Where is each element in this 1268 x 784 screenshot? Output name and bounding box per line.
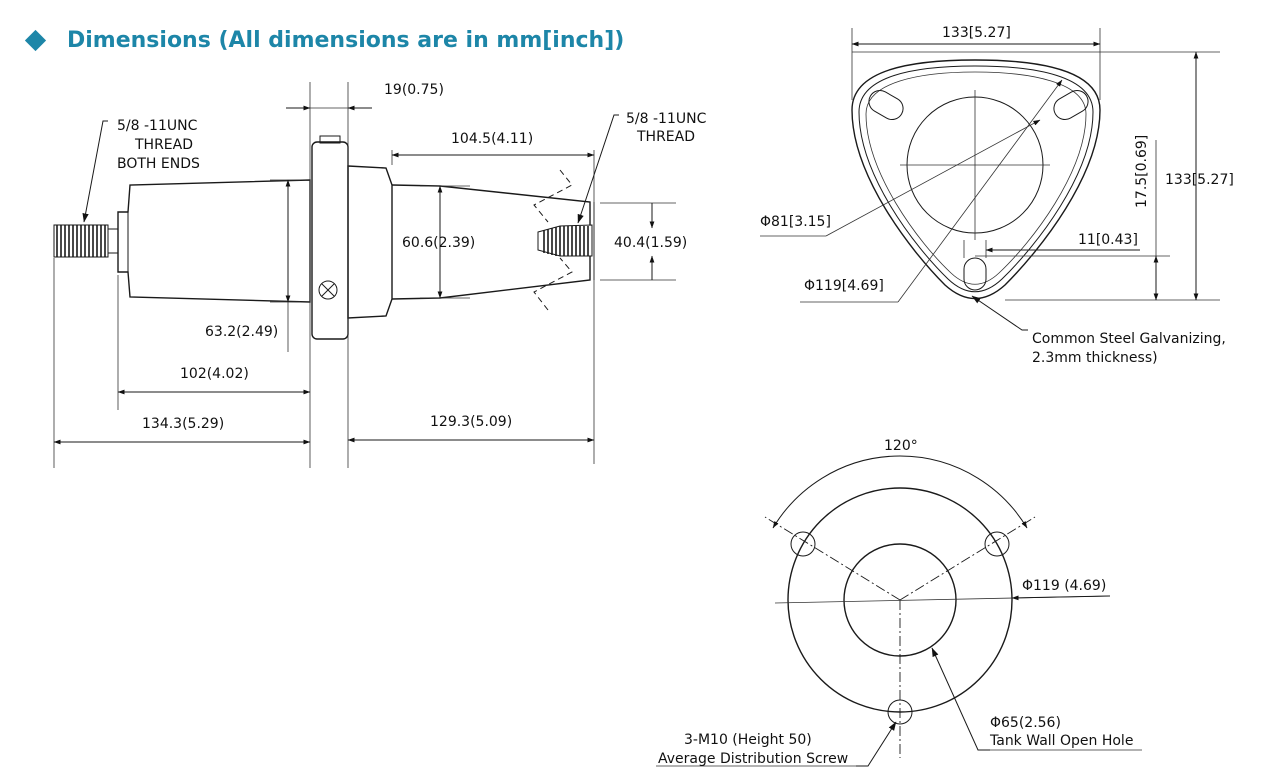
dim-outer-diameter: Φ119[4.69]: [804, 278, 884, 294]
mount-slot-bottom: [963, 257, 987, 291]
screw-hole-left: [790, 531, 816, 557]
mounting-flange: [311, 141, 349, 340]
right-thread-insert: [533, 169, 595, 311]
left-thread-note: 5/8 -11UNC THREAD BOTH ENDS: [82, 118, 200, 223]
dim-hole-outer: Φ119 (4.69): [1022, 578, 1106, 594]
dim-top-height: 133[5.27]: [1165, 172, 1234, 188]
screw-icon: [318, 280, 338, 300]
left-thread-line-2: THREAD: [134, 137, 193, 153]
hole-note: Tank Wall Open Hole: [989, 733, 1133, 749]
hole-view: 120° Φ119 (4.69) Φ65(2.56) Tank Wall Ope…: [656, 438, 1142, 767]
screw-note-line-2: Average Distribution Screw: [658, 751, 848, 767]
material-note-line-2: 2.3mm thickness): [1032, 350, 1158, 366]
dim-angle: 120°: [884, 438, 918, 454]
right-thread-line-2: THREAD: [636, 129, 695, 145]
dim-body-diameter: 63.2(2.49): [205, 324, 278, 340]
dim-tip-diameter: 40.4(1.59): [614, 235, 687, 251]
section-header: Dimensions (All dimensions are in mm[inc…: [22, 22, 624, 58]
mount-slot-right: [1053, 89, 1089, 120]
dim-cone-length: 104.5(4.11): [451, 131, 533, 147]
dim-rear-length: 134.3(5.29): [142, 416, 224, 432]
dim-body-length: 102(4.02): [180, 366, 249, 382]
screw-note-line-1: 3-M10 (Height 50): [684, 732, 812, 748]
dim-inner-diameter: Φ81[3.15]: [760, 214, 831, 230]
housing-outline: [851, 59, 1101, 300]
left-thread-line-1: 5/8 -11UNC: [117, 118, 198, 134]
rear-body: [117, 179, 311, 303]
screw-hole-right: [984, 531, 1010, 557]
dim-front-length: 129.3(5.09): [430, 414, 512, 430]
dim-flange-thickness: 19(0.75): [384, 82, 444, 98]
material-note-line-1: Common Steel Galvanizing,: [1032, 331, 1226, 347]
dim-cone-diameter: 60.6(2.39): [402, 235, 475, 251]
right-thread-note: 5/8 -11UNC THREAD: [577, 111, 707, 224]
left-thread-stud: [53, 224, 119, 258]
left-thread-line-3: BOTH ENDS: [117, 156, 200, 172]
mount-slot-left: [868, 90, 904, 120]
right-thread-line-1: 5/8 -11UNC: [626, 111, 707, 127]
dim-offset-vertical: 17.5[0.69]: [1134, 135, 1150, 208]
dim-hole-diameter: Φ65(2.56): [990, 715, 1061, 731]
dim-slot-offset: 11[0.43]: [1078, 232, 1138, 248]
dim-top-width: 133[5.27]: [942, 25, 1011, 41]
section-title: Dimensions (All dimensions are in mm[inc…: [67, 27, 625, 53]
front-nut: [347, 165, 393, 319]
top-view: 133[5.27] 133[5.27] 17.5[0.69] 11[0.43] …: [760, 25, 1234, 366]
side-view: 19(0.75) 104.5(4.11) 60.6(2.39) 40.4(1.5…: [53, 82, 707, 468]
